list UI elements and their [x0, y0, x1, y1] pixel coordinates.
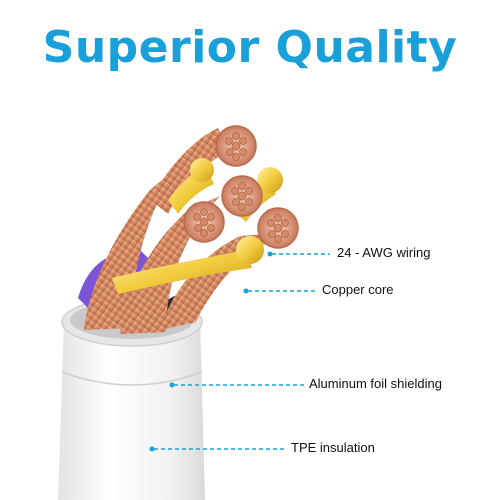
- callout-awg-wiring: 24 - AWG wiring: [337, 245, 431, 260]
- leader-dot-awg: [267, 251, 273, 257]
- leader-dot-foil: [169, 382, 175, 388]
- page-title: Superior Quality: [42, 22, 458, 73]
- conductor-ends: [183, 125, 299, 249]
- callout-foil-shielding: Aluminum foil shielding: [309, 376, 442, 391]
- callout-tpe-insulation: TPE insulation: [291, 440, 375, 455]
- leader-dot-tpe: [149, 446, 155, 452]
- callout-copper-core: Copper core: [322, 282, 394, 297]
- leader-dot-copper: [243, 288, 249, 294]
